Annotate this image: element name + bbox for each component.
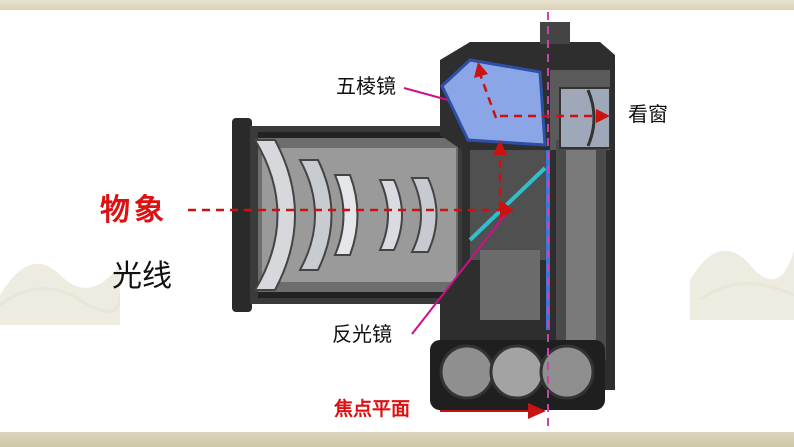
- label-viewfinder: 看窗: [628, 102, 668, 126]
- pointer-pentaprism: [403, 87, 449, 101]
- light-path: [188, 73, 600, 212]
- background-landscape-right: [690, 250, 794, 320]
- lens-assembly: [232, 118, 465, 312]
- label-pentaprism: 五棱镜: [336, 74, 396, 98]
- reflex-mirror-line: [468, 166, 547, 242]
- light-arrow-up: [493, 140, 507, 155]
- focal-plane-arrowhead: [528, 403, 546, 419]
- light-arrow-main: [500, 200, 514, 220]
- label-focal-plane: 焦点平面: [334, 398, 411, 420]
- label-light: 光线: [112, 259, 172, 294]
- top-frame-bar: [0, 0, 794, 10]
- pentaprism-shape: [440, 58, 547, 147]
- background-landscape-left: [0, 263, 120, 325]
- label-object: 物象: [100, 193, 168, 228]
- battery-grip: [430, 340, 605, 410]
- pointer-mirror: [411, 214, 506, 335]
- label-mirror: 反光镜: [332, 322, 392, 346]
- bottom-frame-bar: [0, 432, 794, 447]
- light-arrow-prism: [474, 62, 488, 78]
- light-arrow-view: [596, 109, 610, 123]
